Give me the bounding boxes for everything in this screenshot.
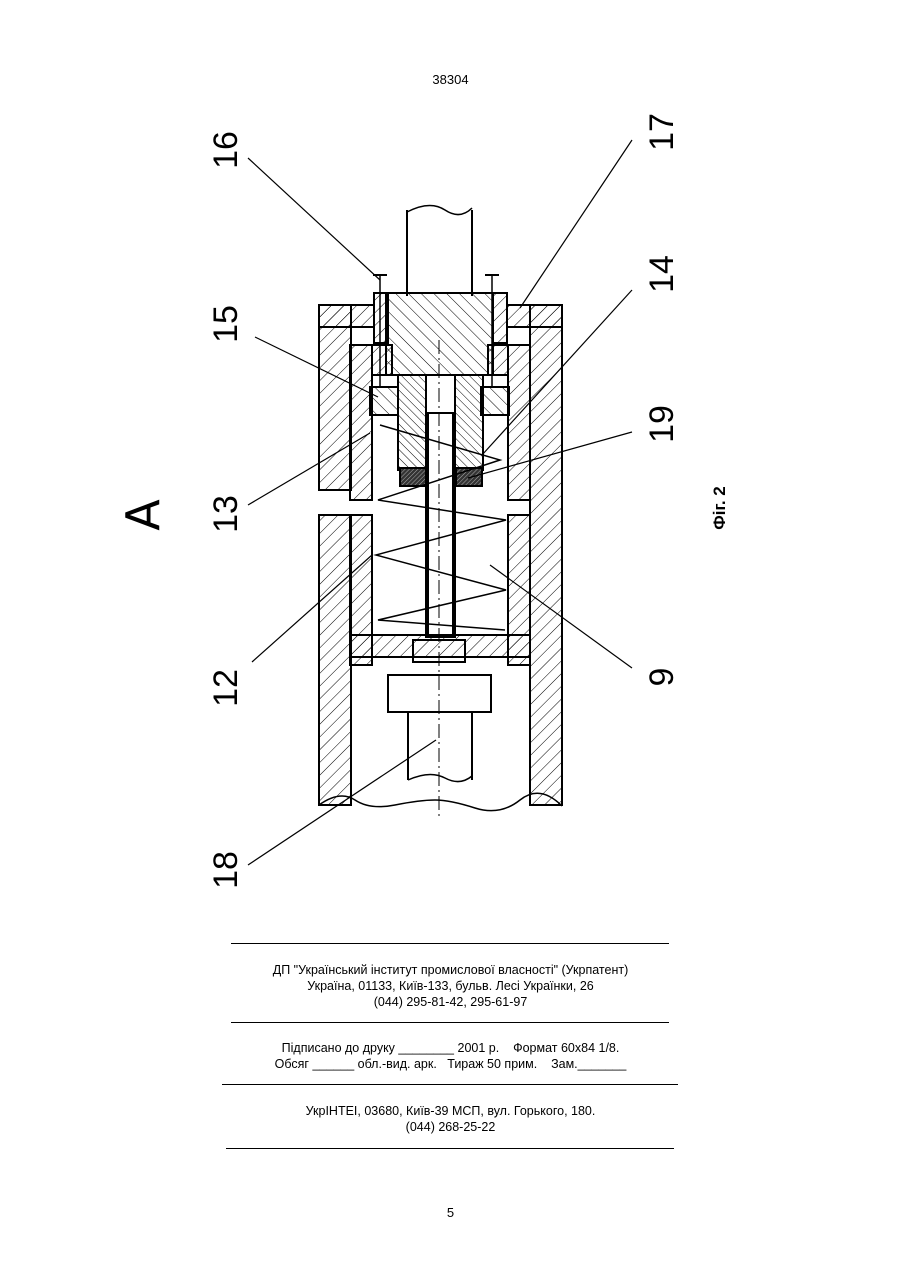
printer-phone: (044) 268-25-22: [0, 1119, 901, 1135]
callout-16: 16: [207, 131, 245, 169]
divider: [231, 943, 669, 944]
drawing-frame: [319, 205, 562, 820]
print-info-block: Підписано до друку ________ 2001 р. Форм…: [0, 1040, 901, 1072]
spring: [376, 425, 506, 630]
view-letter: A: [118, 480, 168, 550]
callout-15: 15: [207, 305, 245, 343]
leader-lines: [248, 140, 632, 865]
figure-caption: Фіг. 2: [700, 478, 740, 538]
print-signed: Підписано до друку ________ 2001 р. Форм…: [0, 1040, 901, 1056]
callout-19: 19: [643, 405, 681, 443]
callout-12: 12: [207, 669, 245, 707]
callout-14: 14: [643, 255, 681, 293]
callout-13: 13: [207, 495, 245, 533]
seal-left: [400, 468, 426, 486]
divider: [222, 1084, 678, 1085]
publisher-block: ДП "Український інститут промислової вла…: [0, 962, 901, 1010]
piston-head: [386, 293, 493, 375]
divider: [231, 1022, 669, 1023]
divider: [226, 1148, 674, 1149]
printer-address: УкрІНТЕІ, 03680, Київ-39 МСП, вул. Горьк…: [0, 1103, 901, 1119]
page-number: 5: [0, 1205, 901, 1220]
block-right: [481, 387, 509, 415]
callout-18: 18: [207, 851, 245, 889]
publisher-address: Україна, 01133, Київ-133, бульв. Лесі Ук…: [0, 978, 901, 994]
block-left: [370, 387, 398, 415]
plunger-rod: [426, 375, 455, 637]
printer-block: УкрІНТЕІ, 03680, Київ-39 МСП, вул. Горьк…: [0, 1103, 901, 1135]
input-rod: [407, 205, 472, 296]
callout-9: 9: [643, 668, 681, 687]
publisher-phone: (044) 295-81-42, 295-61-97: [0, 994, 901, 1010]
publisher-name: ДП "Український інститут промислової вла…: [0, 962, 901, 978]
callout-17: 17: [643, 113, 681, 151]
callout-labels: 16 17 15 14 19 13 12 9 18: [207, 113, 681, 889]
print-volume: Обсяг ______ обл.-вид. арк. Тираж 50 при…: [0, 1056, 901, 1072]
